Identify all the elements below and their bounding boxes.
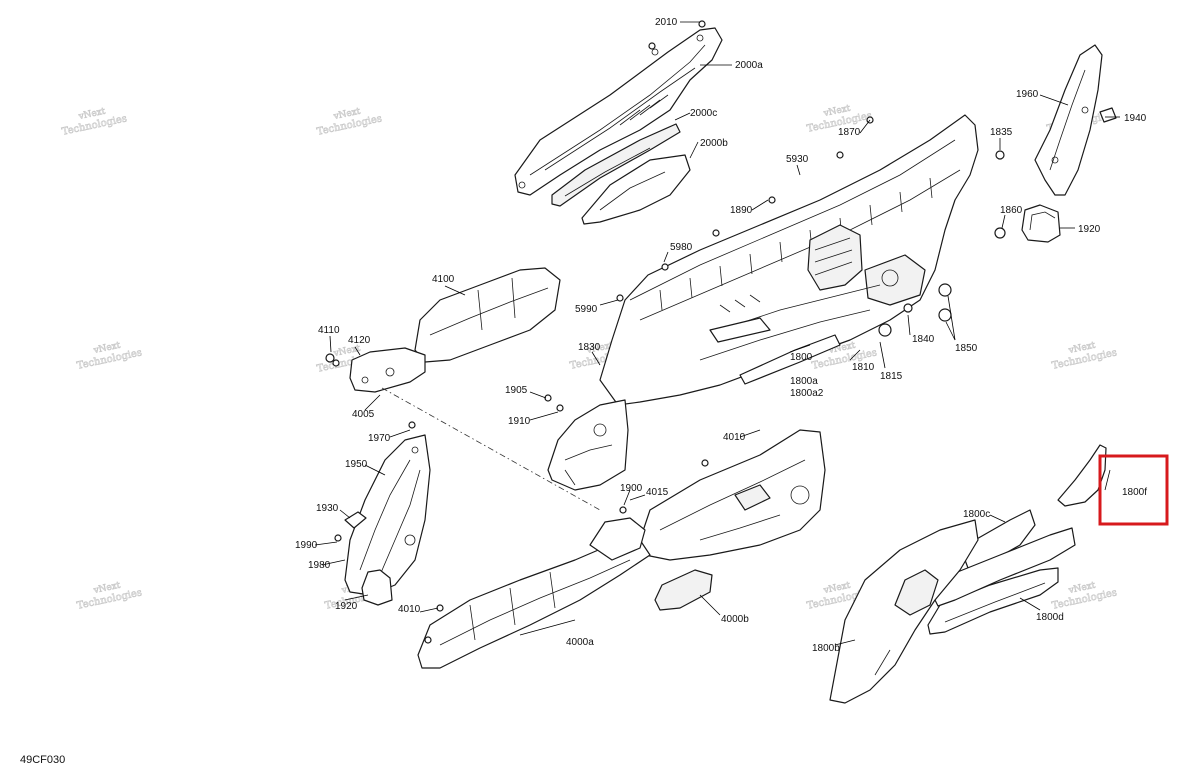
callout-1815: 1815 xyxy=(880,371,903,382)
callout-4005: 4005 xyxy=(352,409,375,420)
callout-4100: 4100 xyxy=(432,274,455,285)
callout-1920: 1920 xyxy=(1078,224,1101,235)
callout-1940: 1940 xyxy=(1124,113,1147,124)
part-drawings xyxy=(325,20,1117,704)
callout-labels: 2010 2000a 2000c 2000b 1960 1940 1835 18… xyxy=(295,17,1147,654)
part-1800-main-panel xyxy=(599,114,979,406)
callout-1930: 1930 xyxy=(316,503,339,514)
callout-1800b: 1800b xyxy=(812,643,840,654)
reference-code: 49CF030 xyxy=(20,754,65,766)
part-4000a-duct xyxy=(417,517,651,669)
watermark: vNext Technologies xyxy=(1051,580,1119,612)
callout-5930: 5930 xyxy=(786,154,809,165)
callout-4120: 4120 xyxy=(348,335,371,346)
part-1800-strip xyxy=(934,527,1076,607)
callout-1840: 1840 xyxy=(912,334,935,345)
callout-1990: 1990 xyxy=(295,540,318,551)
part-1920-cap xyxy=(1021,204,1061,243)
callout-2000b: 2000b xyxy=(700,138,728,149)
callout-1950: 1950 xyxy=(345,459,368,470)
leader-lines xyxy=(314,21,1120,646)
callout-1910: 1910 xyxy=(508,416,531,427)
callout-1835: 1835 xyxy=(990,127,1013,138)
callout-1800d: 1800d xyxy=(1036,612,1064,623)
callout-4000b: 4000b xyxy=(721,614,749,625)
callout-1830: 1830 xyxy=(578,342,601,353)
part-4100-duct xyxy=(414,267,561,363)
callout-5980: 5980 xyxy=(670,242,693,253)
callout-4010-lower: 4010 xyxy=(398,604,421,615)
watermark: vNext Technologies xyxy=(76,580,144,612)
callout-1800f: 1800f xyxy=(1122,487,1147,498)
part-1930-clip xyxy=(344,511,367,529)
part-1920-lower-cap xyxy=(361,569,393,606)
callout-1850: 1850 xyxy=(955,343,978,354)
part-2000a xyxy=(514,27,723,196)
assembly-line xyxy=(381,387,601,511)
part-1960 xyxy=(1034,44,1103,196)
part-4000b-cover xyxy=(654,569,713,611)
callout-1800c: 1800c xyxy=(963,509,990,520)
callout-4015: 4015 xyxy=(646,487,669,498)
watermark: vNext Technologies xyxy=(316,106,384,138)
part-1800f xyxy=(1057,444,1107,507)
callout-1800a: 1800a xyxy=(790,376,818,387)
part-4010-console xyxy=(639,429,826,561)
part-2000c xyxy=(551,123,681,207)
part-1800b-panel xyxy=(829,519,979,704)
callout-1900: 1900 xyxy=(620,483,643,494)
callout-2000c: 2000c xyxy=(690,108,717,119)
callout-1890: 1890 xyxy=(730,205,753,216)
callout-1920-lower: 1920 xyxy=(335,601,358,612)
callout-2010: 2010 xyxy=(655,17,678,28)
watermark: vNext Technologies xyxy=(76,340,144,372)
part-2000b xyxy=(581,154,691,225)
callout-4010: 4010 xyxy=(723,432,746,443)
fasteners xyxy=(325,20,1006,644)
callout-1810: 1810 xyxy=(852,362,875,373)
callout-2000a: 2000a xyxy=(735,60,763,71)
callout-1800a2: 1800a2 xyxy=(790,388,824,399)
watermark: vNext Technologies xyxy=(1051,340,1119,372)
callout-4110: 4110 xyxy=(318,325,340,336)
part-1830-bracket xyxy=(547,399,629,491)
callout-1870: 1870 xyxy=(838,127,861,138)
callout-4000a: 4000a xyxy=(566,637,594,648)
callout-1960: 1960 xyxy=(1016,89,1039,100)
part-4005-plate xyxy=(349,347,426,393)
callout-1800: 1800 xyxy=(790,352,813,363)
part-1940-fastener xyxy=(1099,107,1117,123)
highlight-box xyxy=(1098,454,1169,526)
callout-1980: 1980 xyxy=(308,560,331,571)
callout-1970: 1970 xyxy=(368,433,391,444)
callout-5990: 5990 xyxy=(575,304,598,315)
watermark: vNext Technologies xyxy=(61,106,129,138)
callout-1860: 1860 xyxy=(1000,205,1023,216)
callout-1905: 1905 xyxy=(505,385,528,396)
